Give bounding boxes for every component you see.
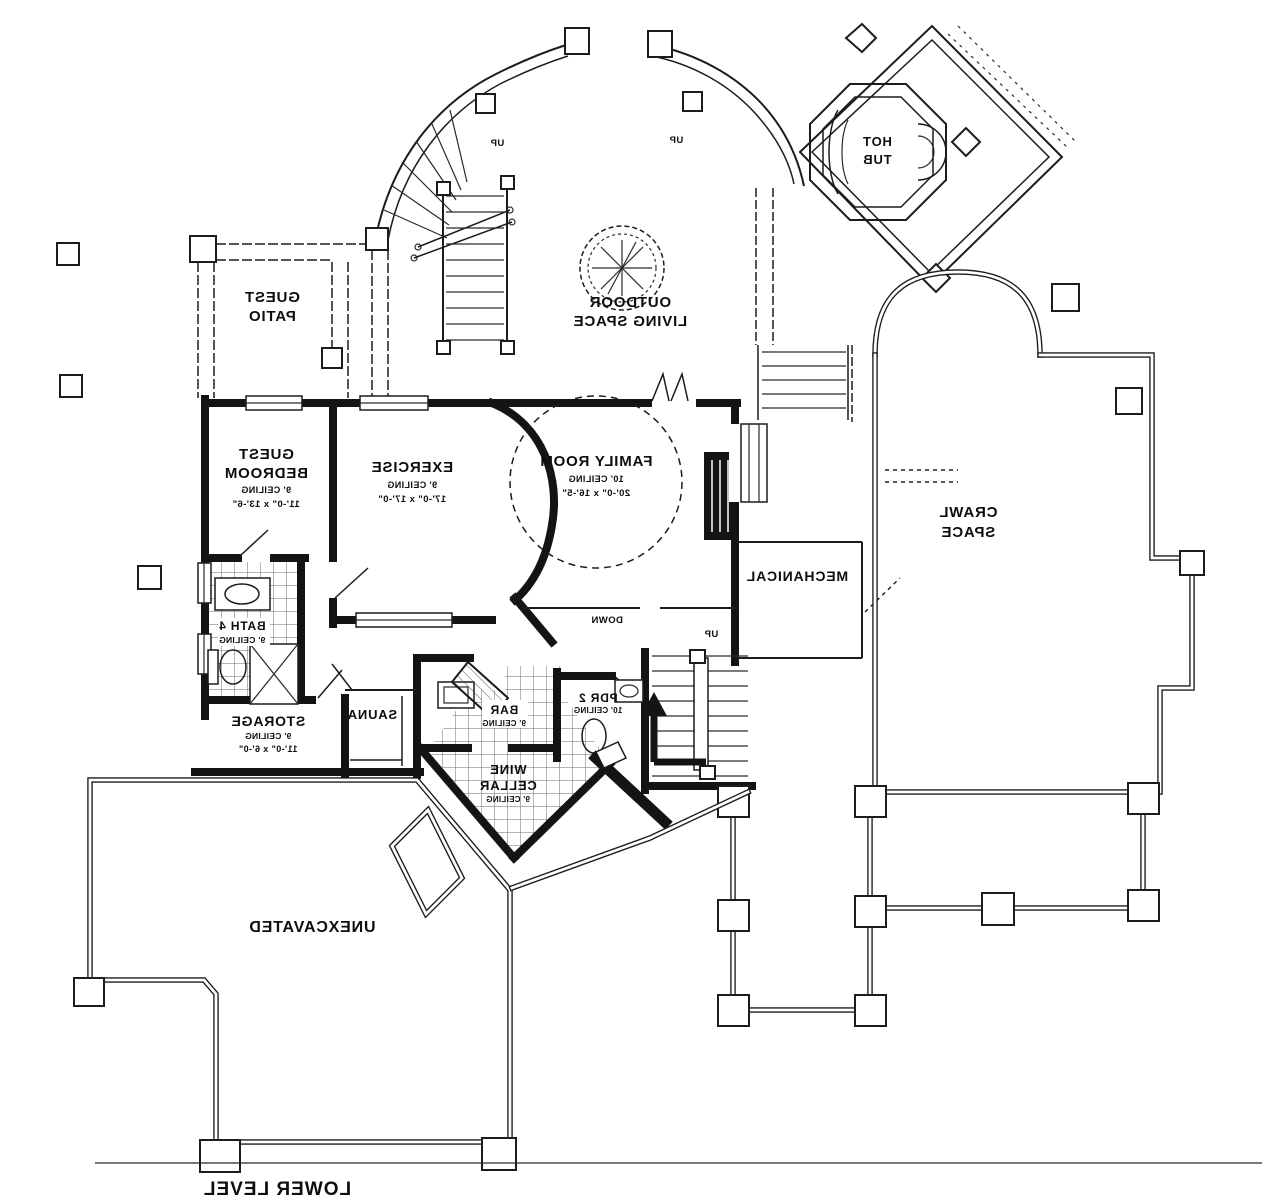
right-steps: [757, 345, 849, 420]
family-room-ceiling: 10' CEILING: [568, 474, 624, 484]
up-label-1: UP: [490, 138, 504, 149]
exercise-label: EXERCISE: [371, 459, 453, 476]
storage-dims: 11'-0" x 6'-0": [239, 744, 298, 754]
exercise-dims: 17'-0" x 17'-0": [378, 494, 446, 505]
pdr2-toilet-tank: [594, 741, 628, 769]
guest-patio: [189, 227, 389, 398]
pdr2-sink: [614, 679, 644, 703]
pier-grid: [717, 782, 1160, 1027]
family-room-dashed-circle: [509, 395, 683, 569]
family-room-dims: 20'-0" x 16'-5": [562, 488, 630, 499]
storage-ceiling: 9' CEILING: [245, 731, 292, 741]
fire-pit: [579, 225, 665, 311]
up-label-3: UP: [704, 629, 718, 640]
family-room-label: FAMILY ROOM: [540, 453, 653, 470]
up-label-2: UP: [669, 135, 683, 146]
crawl-space-label2: SPACE: [941, 524, 996, 541]
storage-label: STORAGE: [231, 713, 306, 729]
unexcavated-label: UNEXCAVATED: [248, 919, 375, 936]
guest-bedroom-label2: BEDROOM: [224, 465, 308, 482]
wine-cellar-label2: CELLAR: [479, 778, 537, 793]
exercise-ceiling: 9' CEILING: [387, 480, 437, 490]
sheet-title: LOWER LEVEL: [203, 1179, 351, 1200]
pdr2-toilet: [581, 718, 607, 754]
labels: OUTDOOR LIVING SPACE HOT TUB GUEST PATIO…: [203, 134, 998, 1200]
bath4-ceiling: 9' CEILING: [219, 635, 266, 645]
double-door: [651, 371, 689, 402]
deck-post: [475, 93, 496, 114]
deck-post: [564, 27, 590, 55]
guest-patio-label2: PATIO: [248, 308, 296, 325]
thin-walls: [239, 529, 901, 701]
sauna-detail: [350, 696, 403, 766]
deck-post: [647, 30, 673, 58]
deck-post: [682, 91, 703, 112]
hot-tub-label2: TUB: [862, 152, 891, 167]
deck-stair-run: [436, 175, 515, 355]
pdr2-fixtures: [581, 679, 644, 769]
toilet: [219, 649, 247, 685]
down-label: DOWN: [591, 615, 623, 626]
mechanical-door-swing: [864, 577, 901, 613]
wine-cellar-tile-floor: [428, 666, 610, 856]
bar-fixtures: [437, 660, 528, 728]
sauna-label: SAUNA: [347, 707, 397, 722]
pdr2-label: PDR 2: [578, 691, 617, 705]
outdoor-deck: [375, 27, 853, 422]
fan-stair: [383, 109, 516, 262]
wine-cellar-label: WINE: [489, 762, 526, 777]
bar-ceiling: 9' CEILING: [482, 719, 526, 728]
bath4-label: BATH 4: [218, 619, 265, 633]
guest-bedroom-dims: 11'-0" x 13'-6": [232, 499, 300, 510]
hot-tub-deck: [798, 22, 1077, 294]
guest-bedroom-label: GUEST: [238, 446, 294, 463]
direction-arrow: [641, 692, 667, 716]
hot-tub-label: HOT: [862, 134, 892, 149]
unexcavated-outline: [73, 777, 752, 1173]
guest-patio-label: GUEST: [244, 289, 300, 306]
vanity: [214, 577, 271, 611]
left-piers: [56, 242, 162, 590]
crawl-space: [872, 269, 1205, 795]
wine-cellar-ceiling: 9' CEILING: [486, 795, 530, 804]
bar-label: BAR: [490, 703, 518, 717]
outdoor-living-label: OUTDOOR: [589, 294, 671, 311]
up-stairs: [641, 649, 748, 780]
pdr2-ceiling: 10' CEILING: [574, 706, 623, 715]
outdoor-living-label2: LIVING SPACE: [573, 313, 687, 330]
windows: [197, 395, 768, 675]
toilet-tank: [207, 649, 219, 685]
hot-tub: [809, 83, 947, 221]
crawl-space-label: CRAWL: [939, 504, 998, 521]
bath4-fixtures: [207, 577, 299, 705]
guest-bedroom-ceiling: 9' CEILING: [241, 485, 291, 495]
mechanical-label: MECHANICAL: [746, 568, 848, 584]
